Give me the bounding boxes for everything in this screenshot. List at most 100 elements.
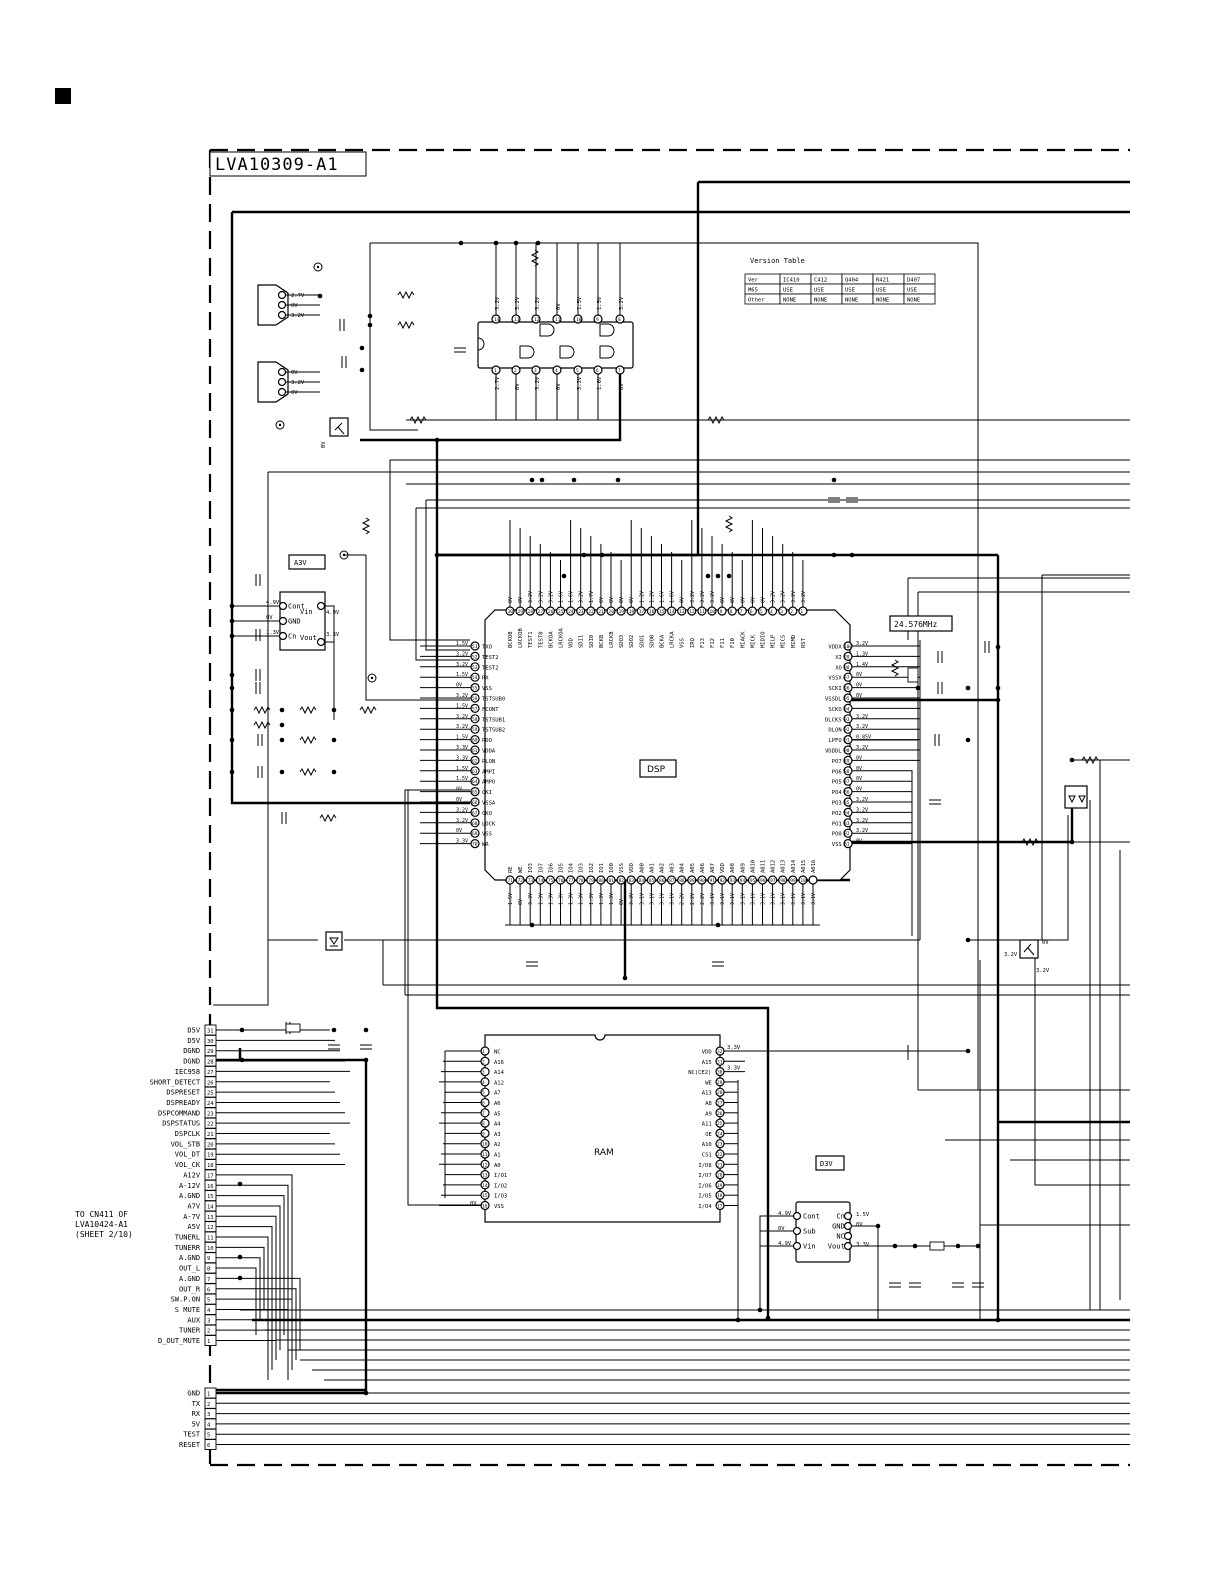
edge-pin-number: 17 bbox=[207, 1173, 214, 1179]
ram-pin bbox=[480, 1097, 490, 1108]
ram-pin-number: 11 bbox=[482, 1152, 488, 1158]
diode-pair-right bbox=[1064, 785, 1088, 809]
capacitor bbox=[934, 734, 940, 746]
logic-pin bbox=[593, 314, 603, 324]
dsp-pin-volt: 3.2V bbox=[548, 591, 554, 603]
dsp-pin bbox=[525, 606, 535, 616]
dsp-pin-name: SCKO bbox=[828, 707, 841, 713]
version-table-cell-text: R421 bbox=[876, 278, 889, 284]
logic-pin bbox=[531, 365, 541, 375]
dsp-pin-number: 96 bbox=[760, 878, 766, 884]
dsp-pin-name: RST bbox=[801, 637, 807, 648]
edge-pin-name: VOL_STB bbox=[171, 1140, 201, 1148]
edge-pin-number: 9 bbox=[207, 1256, 210, 1262]
junction-dot bbox=[965, 685, 971, 691]
ram-pin-number: 27 bbox=[717, 1101, 723, 1107]
version-table-cell-text: USE bbox=[814, 288, 824, 294]
d3v-label: D3V bbox=[820, 1160, 833, 1168]
ram-right-bus bbox=[737, 1050, 968, 1320]
resistor bbox=[253, 720, 271, 730]
dsp-pin bbox=[843, 714, 853, 724]
capacitor bbox=[255, 669, 261, 681]
dsp-pin-number: 58 bbox=[472, 717, 478, 723]
junction-dot bbox=[363, 1390, 369, 1396]
dsp-pin-number: 97 bbox=[770, 878, 776, 884]
dsp-pin-volt: 3.2V bbox=[856, 724, 868, 730]
dsp-pin-number: 67 bbox=[472, 810, 478, 816]
logic-pin-number: 11 bbox=[555, 317, 561, 323]
dsp-pin-number: 64 bbox=[472, 779, 478, 785]
capacitor bbox=[281, 812, 287, 824]
dsp-pin bbox=[470, 838, 480, 849]
logic-pin-volt: 0V bbox=[556, 383, 562, 390]
dsp-pin-name: VSS bbox=[482, 686, 492, 692]
d3v-pin-volt: 4.9V bbox=[778, 1241, 792, 1247]
dsp-pin-name: TXO bbox=[482, 645, 492, 651]
dsp-pin bbox=[798, 606, 808, 616]
junction-dot bbox=[229, 737, 235, 743]
dsp-pin bbox=[470, 703, 480, 714]
dsp-pin-number: 7 bbox=[740, 609, 743, 615]
edge-pin-number: 22 bbox=[207, 1122, 214, 1128]
logic-pin-number: 8 bbox=[618, 317, 621, 323]
ram-pin-number: 17 bbox=[717, 1204, 723, 1210]
dsp-pin-number: 81 bbox=[609, 878, 615, 884]
top-connector-pin bbox=[277, 310, 287, 320]
dsp-pin-number: 99 bbox=[790, 878, 796, 884]
dsp-pin bbox=[677, 606, 687, 616]
dsp-pin-name: LPFO bbox=[828, 738, 841, 744]
dsp-pin-number: 62 bbox=[472, 758, 478, 764]
dsp-pin-name: DLON bbox=[828, 728, 841, 734]
dsp-pin bbox=[470, 745, 480, 755]
dsp-pin-volt: 2.2V bbox=[690, 893, 696, 905]
ram-pin bbox=[480, 1087, 490, 1097]
dsp-pin bbox=[470, 786, 480, 797]
edge-pin-name: DSPSTATUS bbox=[162, 1120, 200, 1128]
q-left-volt: 0V bbox=[321, 441, 327, 448]
dsp-pin-name: A013 bbox=[781, 860, 787, 873]
transistor-q-left: 0V bbox=[321, 417, 349, 448]
logic-pin-number: 9 bbox=[596, 317, 599, 323]
dsp-pin-name: A011 bbox=[761, 860, 767, 873]
capacitor bbox=[929, 799, 941, 805]
mid-connector-pin bbox=[277, 377, 287, 387]
dsp-pin-name: IO3 bbox=[528, 863, 534, 873]
dsp-pin bbox=[586, 875, 596, 885]
dsp-pin bbox=[636, 606, 646, 616]
dsp-pin-volt: 0V bbox=[856, 839, 862, 845]
dsp-pin bbox=[470, 714, 480, 724]
junction-dot bbox=[237, 1254, 243, 1260]
dsp-pin-volt: 0V bbox=[856, 672, 862, 678]
dsp-pin bbox=[626, 606, 636, 616]
ram-pin-number: 23 bbox=[717, 1142, 723, 1148]
dsp-pin-volt: 3.2V bbox=[456, 807, 468, 813]
dsp-pin-volt: 3.1V bbox=[801, 893, 807, 905]
dsp-pin bbox=[757, 875, 768, 885]
dsp-pin-volt: 1.5V bbox=[456, 766, 468, 772]
junction-dot bbox=[229, 769, 235, 775]
junction-dot bbox=[535, 240, 541, 246]
logic-pin-volt: 3.2V bbox=[577, 376, 583, 390]
dsp-pin-name: LRCKOB bbox=[518, 627, 524, 648]
dsp-pin bbox=[727, 606, 737, 616]
ram-pin-number: 13 bbox=[482, 1173, 488, 1179]
dsp-pin bbox=[737, 606, 747, 616]
dsp-pin-name: VSS bbox=[482, 832, 492, 838]
version-table-cell-text: USE bbox=[783, 288, 793, 294]
mid-connector-pin-volt: 0V bbox=[291, 390, 298, 396]
dsp-pin-number: 20 bbox=[609, 609, 615, 615]
logic-pin-volt: 3.2V bbox=[619, 296, 625, 310]
ram-pin bbox=[715, 1108, 725, 1118]
bottom-pin-number: 5 bbox=[207, 1433, 210, 1439]
dsp-pin-wire bbox=[852, 832, 913, 936]
dsp-pin-name: PO2 bbox=[832, 811, 842, 817]
logic-pin-volt: 0V bbox=[619, 383, 625, 390]
dsp-pin-number: 16 bbox=[649, 609, 655, 615]
dsp-pin-number: 68 bbox=[472, 821, 478, 827]
junction-dot bbox=[965, 737, 971, 743]
d3v-pin-right bbox=[843, 1221, 853, 1231]
edge-pin-wire bbox=[216, 1320, 281, 1331]
version-table-cell-text: Q404 bbox=[845, 278, 859, 284]
dsp-pin-volt: 0V bbox=[856, 683, 862, 689]
dsp-pin-name: IO5 bbox=[559, 863, 565, 873]
